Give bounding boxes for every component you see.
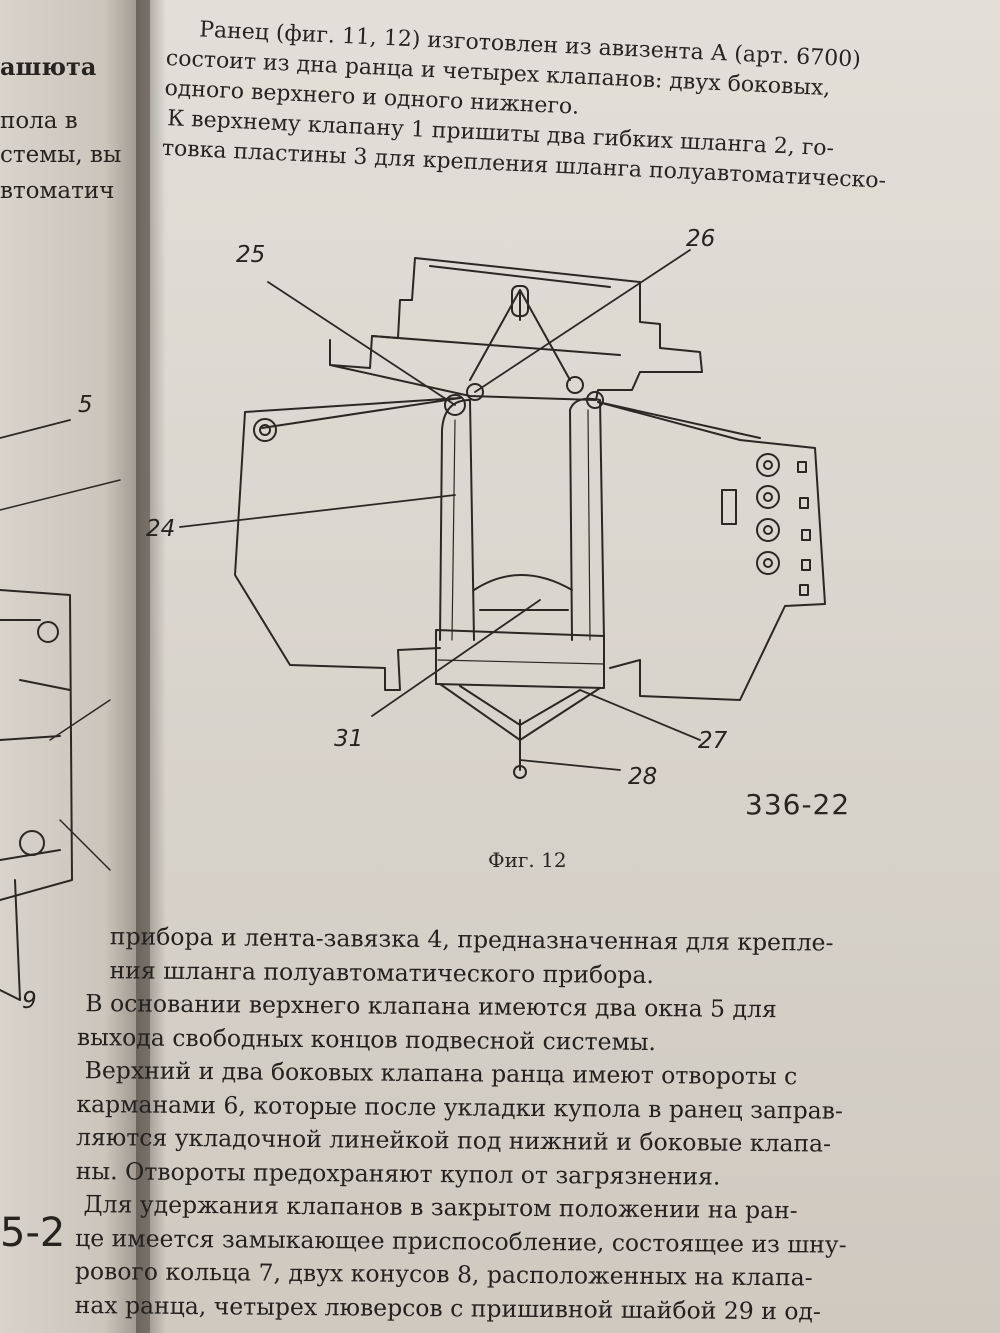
label-24: 24 — [146, 516, 176, 542]
book-spine-shadow — [136, 0, 166, 1333]
pack-body-outline — [234, 397, 826, 701]
left-page-bottom-mark: 5-2 — [0, 1210, 66, 1256]
hose-right — [569, 397, 605, 641]
label-25: 25 — [236, 242, 266, 268]
figure-caption: Фиг. 12 — [488, 848, 567, 872]
drawing-number-stamp: 336-22 — [745, 788, 851, 821]
label-5: 5 — [78, 392, 93, 418]
left-page-partial-drawing — [0, 589, 73, 901]
label-9: 9 — [22, 988, 37, 1014]
label-28: 28 — [628, 764, 658, 790]
label-27: 27 — [698, 728, 728, 754]
hose-left — [439, 399, 475, 641]
left-page-line-2: стемы, вы — [0, 142, 122, 168]
left-page-line-3: втоматич — [0, 178, 115, 204]
bottom-strap — [435, 629, 605, 689]
left-page-line-1: пола в — [0, 108, 78, 134]
right-page — [150, 0, 1000, 1333]
label-31: 31 — [334, 726, 364, 752]
body-text: прибора и лента-завязка 4, предназначенн… — [74, 920, 977, 1330]
left-page-heading-fragment: ашюта — [0, 52, 97, 81]
label-26: 26 — [686, 226, 716, 252]
left-page — [0, 0, 150, 1333]
